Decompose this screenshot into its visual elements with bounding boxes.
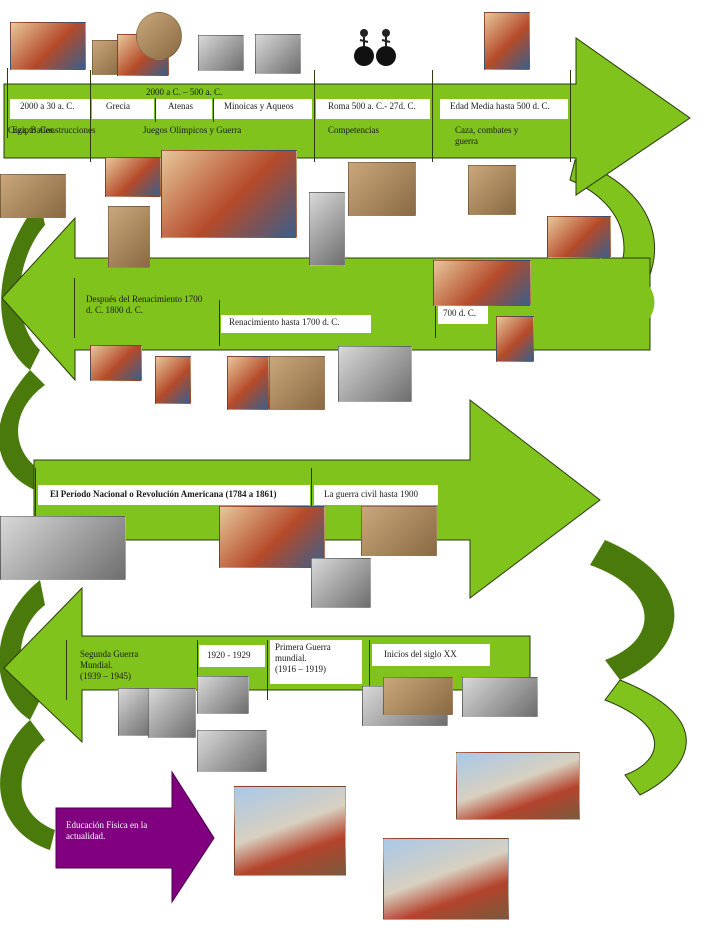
label-atenas: Atenas [156,99,212,119]
divider-line [267,640,268,700]
label-range-2000-500: 2000 a C. – 500 a. C. [146,87,223,97]
curve-right-2 [590,540,675,680]
photo-1920-race [197,730,267,772]
photo-gladiator [547,216,611,258]
arrow-band-2-tail [600,258,655,345]
photo-colonial-sport [219,506,325,568]
label-renacimiento: Renacimiento hasta 1700 d. C. [221,315,371,333]
photo-ww1-gymnastics [383,677,453,715]
photo-bow [269,356,325,410]
photo-viking-ship [468,165,516,215]
label-700: 700 d. C. [438,306,488,324]
divider-line [314,70,315,162]
label-periodo-nacional: El Período Nacional o Revolución America… [38,485,310,505]
photo-knight [496,316,534,362]
label-minoicas: Minoicas y Aqueos [214,99,312,119]
photo-medieval-tournament [433,260,531,306]
photo-medieval-combat [484,12,530,70]
photo-hoplite [108,206,150,268]
photo-wrestlers-statue [198,35,244,71]
photo-renaissance-crowd [90,345,142,381]
label-despues-renacimiento: Después del Renacimiento 1700 d. C. 1800… [86,294,203,315]
photo-archer [227,356,269,410]
photo-fencers [338,346,412,402]
photo-greek-plate [136,12,182,60]
label-juegos: Juegos Olímpicos y Guerra [143,125,242,135]
label-2000-30: 2000 a 30 a. C. [10,99,90,119]
curve-right-3 [604,679,687,796]
label-primera-guerra: Primera Guerra mundial. (1916 – 1919) [270,640,362,684]
label-segunda-guerra: Segunda Guerra Mundial. (1939 – 1945) [80,649,139,681]
label-1920-1929: 1920 - 1929 [199,645,265,667]
arrow-actualidad [55,770,215,904]
divider-line [35,468,36,532]
photo-modern-race [234,786,346,876]
curve-left-4 [0,720,55,850]
divider-line [74,278,75,338]
photo-early-xx-exercise [462,677,538,717]
photo-boxers [0,516,126,580]
curve-left-2 [0,370,45,490]
photo-egypt-dancers [10,22,86,70]
photo-civil-war-soldiers [311,558,371,608]
photo-greek-vase-2 [105,157,161,197]
photo-ww2-runner [148,688,196,738]
divider-line [155,98,156,122]
photo-1920-jump [197,676,249,714]
divider-line [66,640,67,700]
photo-modern-football [383,838,509,920]
photo-olympic-race [161,150,297,238]
athlete-icon [352,24,398,68]
divider-line [369,640,370,700]
label-caza: Caza, Bailes [8,125,53,135]
photo-egypt-crowd [0,174,66,218]
photo-temple [255,34,301,74]
label-actualidad: Educación Física en la actualidad. [66,820,148,841]
label-egipto: Egipto [12,125,36,135]
label-grecia: Grecia [92,99,154,119]
curve-left-1 [1,200,45,370]
divider-line [219,300,220,346]
divider-line [197,640,198,700]
photo-civil-war-game [361,506,437,556]
label-edad-media: Edad Media hasta 500 d. C. [440,99,568,119]
photo-discobolus [309,192,345,266]
divider-line [432,70,433,162]
label-roma: Roma 500 a. C.- 27d. C. [316,99,430,119]
photo-ww2-athlete [118,688,152,736]
curve-left-3 [0,580,45,720]
photo-roman-mosaic [348,162,416,216]
divider-line [213,98,214,122]
photo-renaissance-dance [155,356,191,404]
arrow-band-2 [1,216,651,382]
label-construcciones: Construcciones [40,125,96,135]
label-inicios-xx: Inicios del siglo XX [372,644,490,666]
label-guerra-civil: La guerra civil hasta 1900 [314,485,438,505]
photo-modern-gym [456,752,580,820]
label-caza-combates: Caza, combates y guerra [455,125,519,146]
divider-line [435,278,436,338]
label-competencias: Competencias [328,125,379,135]
divider-line [311,468,312,532]
divider-line [90,70,91,162]
divider-line [7,68,8,138]
divider-line [570,70,571,162]
